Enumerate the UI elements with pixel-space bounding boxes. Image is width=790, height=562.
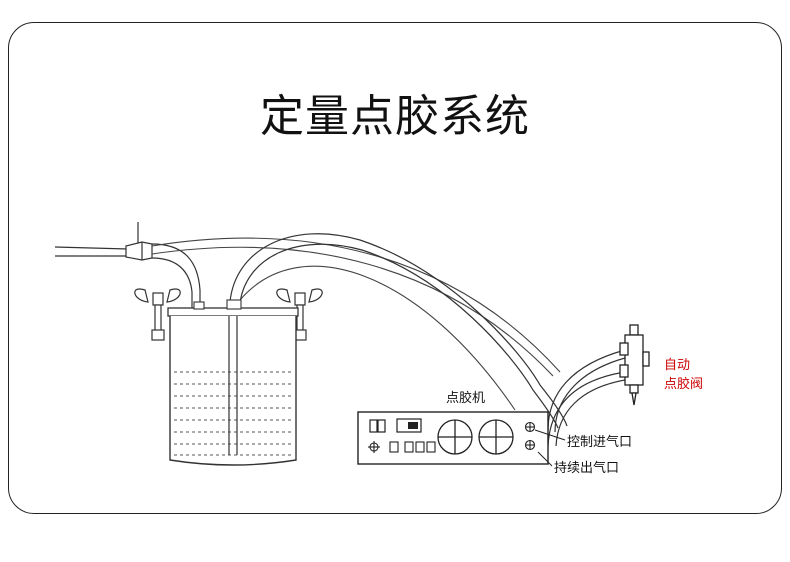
left-wing-clamp	[134, 288, 181, 341]
diagram-frame	[8, 22, 782, 514]
page-title: 定量点胶系统	[260, 91, 530, 142]
dip-tube	[228, 316, 238, 455]
crosshair-icon	[368, 441, 380, 453]
glue-tank	[134, 288, 323, 466]
lid-outlet-fitting	[226, 299, 242, 310]
valve-hoses	[547, 349, 626, 447]
right-wing-clamp	[276, 288, 323, 341]
pressure-gauge-icon	[437, 419, 473, 455]
valve-cap	[629, 324, 639, 336]
dispenser-machine	[357, 411, 549, 465]
valve-label-line2: 点胶阀	[664, 376, 703, 392]
control-inlet-port-icon	[524, 421, 536, 433]
continuous-outlet-label: 持续出气口	[554, 460, 619, 476]
valve-needle	[631, 392, 637, 406]
switch-icon	[377, 419, 386, 433]
material-hose	[229, 233, 568, 429]
pressure-gauge-icon	[478, 419, 514, 455]
port-leader-lines	[534, 429, 566, 467]
valve-inlet-fitting	[619, 342, 629, 356]
button-row	[389, 441, 436, 453]
control-inlet-label: 控制进气口	[567, 434, 632, 450]
glue-liquid	[174, 371, 292, 456]
control-air-hose	[151, 237, 561, 377]
valve-inlet-fitting	[619, 364, 629, 378]
machine-label: 点胶机	[446, 390, 485, 406]
lid-inlet-fitting	[193, 301, 205, 310]
tank-outlet-hose	[239, 265, 516, 411]
valve-label-line1: 自动	[664, 358, 690, 373]
auto-dispensing-valve	[619, 324, 650, 406]
switch-icon	[369, 419, 378, 433]
y-splitter	[125, 241, 153, 261]
valve-nozzle-base	[629, 384, 639, 394]
continuous-outlet-port-icon	[524, 439, 536, 451]
tank-body	[169, 316, 297, 466]
display-segment	[408, 422, 418, 429]
valve-side-fitting	[642, 351, 650, 367]
